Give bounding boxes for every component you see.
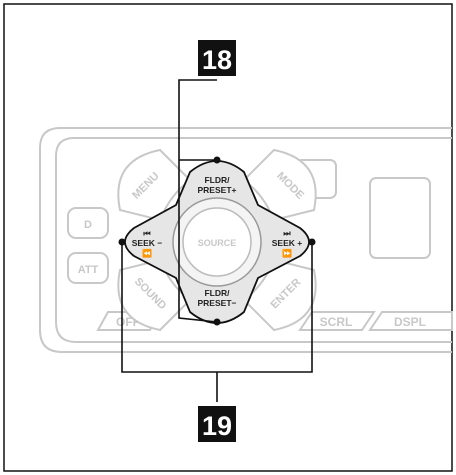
dspl-button[interactable] xyxy=(368,311,453,331)
callout-18-box xyxy=(198,40,236,76)
petal-buttons xyxy=(117,148,317,332)
seek-minus-icon-top: ⏮ xyxy=(143,229,150,238)
mode-button[interactable] xyxy=(242,148,317,222)
preset-up-label-2: PRESET+ xyxy=(198,185,237,195)
seek-minus-icon-bottom: ⏪ xyxy=(142,248,152,258)
leader-dot-seek-minus xyxy=(118,238,126,246)
callout-18-leader xyxy=(178,79,218,323)
seek-minus-label: SEEK − xyxy=(132,238,163,248)
leader-dot-seek-plus xyxy=(308,238,316,246)
seek-plus-icon-top: ⏭ xyxy=(283,229,291,238)
att-button[interactable] xyxy=(67,252,109,284)
callout-19-box xyxy=(198,406,236,442)
source-label: SOURCE xyxy=(198,238,237,248)
source-knob[interactable] xyxy=(182,207,252,277)
dspl-button-label: DSPL xyxy=(394,315,426,329)
leader-dot-preset-down xyxy=(213,318,221,326)
scrl-button[interactable] xyxy=(298,311,376,331)
callout-19-leader xyxy=(121,242,313,402)
leader-dot-preset-up xyxy=(213,156,221,164)
seek-plus-label: SEEK + xyxy=(272,238,303,248)
d-button-label: D xyxy=(84,219,92,231)
preset-down-label-2: PRESET− xyxy=(198,298,237,308)
callout-18-label: 18 xyxy=(202,45,232,75)
seek-plus-icon-bottom: ⏩ xyxy=(282,248,292,258)
d-button[interactable] xyxy=(67,207,109,239)
scrl-button-label: SCRL xyxy=(320,315,353,329)
side-buttons: D ATT xyxy=(67,207,109,284)
preset-up-label-1: FLDR/ xyxy=(204,175,230,185)
callout-19-label: 19 xyxy=(202,411,232,441)
preset-down-label-1: FLDR/ xyxy=(204,288,230,298)
faceplate xyxy=(39,127,452,353)
figure-frame xyxy=(3,3,453,472)
menu-button[interactable] xyxy=(117,148,192,222)
display-window xyxy=(369,177,431,259)
att-button-label: ATT xyxy=(78,264,99,276)
